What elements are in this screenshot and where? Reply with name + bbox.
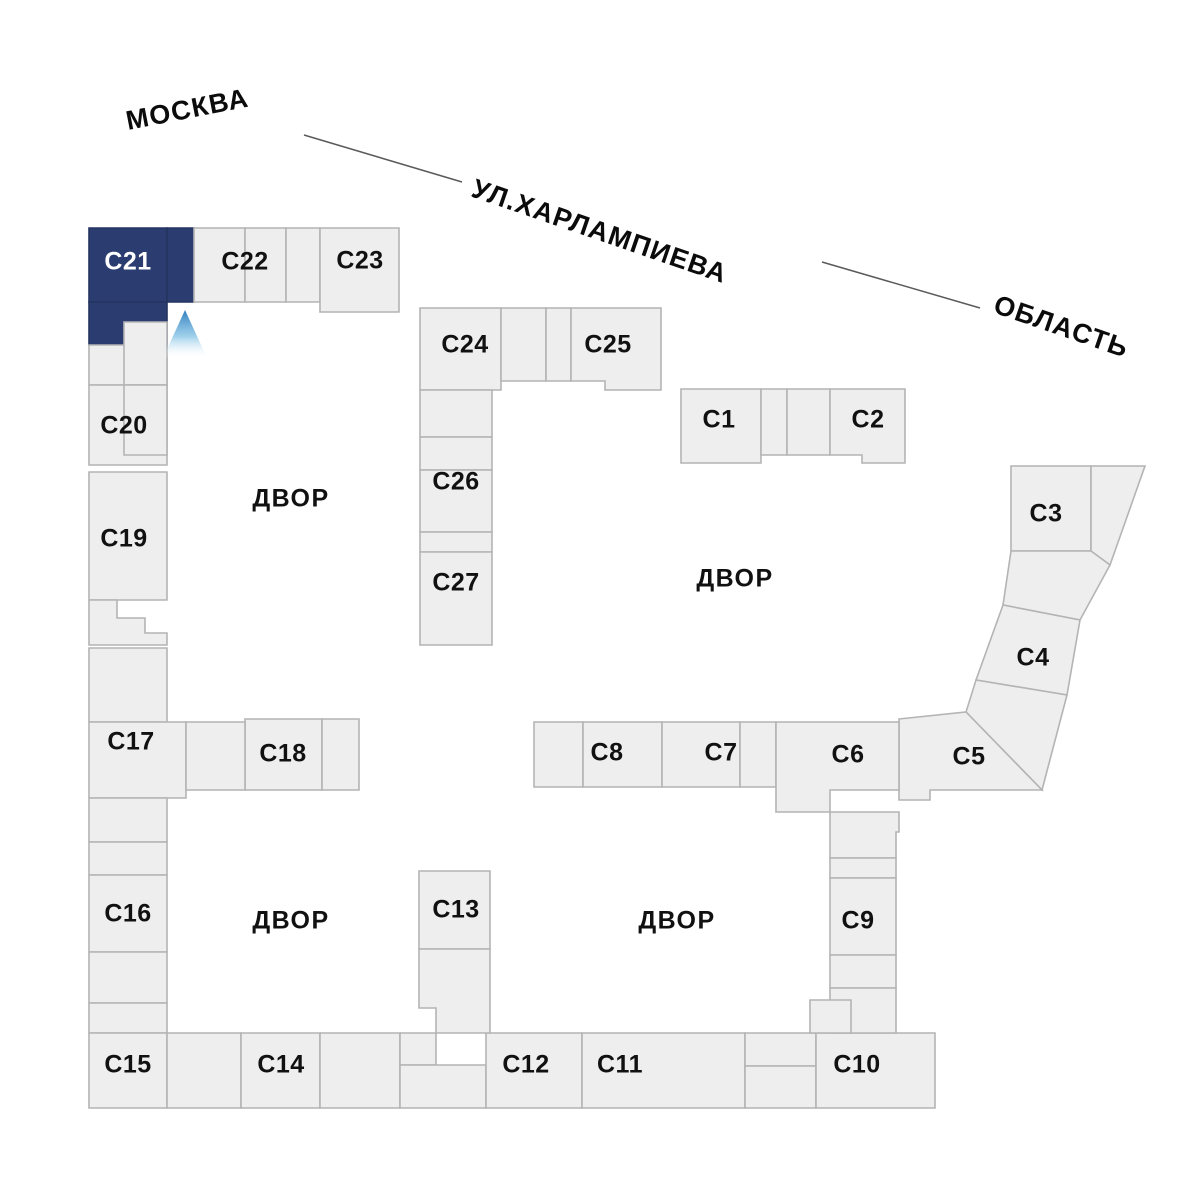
building-shape-C15-annex[interactable]	[166, 1032, 242, 1109]
building-label-C27: C27	[432, 569, 479, 597]
building-shape-C6[interactable]	[775, 721, 900, 813]
street-leader-lines	[303, 134, 981, 309]
building-group-c13	[418, 870, 491, 1034]
building-label-C20: C20	[100, 412, 147, 440]
yard-label-north-west: ДВОР	[252, 485, 329, 513]
building-group-c18	[185, 718, 360, 791]
building-label-C8: C8	[591, 739, 624, 767]
building-shape-C1-annex[interactable]	[760, 388, 788, 456]
building-shape-C24-annex-b[interactable]	[545, 307, 572, 382]
building-label-C4: C4	[1017, 644, 1050, 672]
building-shape-C24-annex-a[interactable]	[500, 307, 547, 382]
building-shape-C9-lower-a[interactable]	[829, 954, 897, 989]
building-shape-C27[interactable]	[419, 551, 493, 646]
building-shape-C26-lower[interactable]	[419, 531, 493, 553]
building-shape-C9-notch[interactable]	[809, 999, 852, 1034]
building-shape-C17-upper[interactable]	[88, 647, 168, 723]
building-shape-C5[interactable]	[898, 711, 1044, 801]
building-label-C12: C12	[502, 1051, 549, 1079]
building-shape-C1[interactable]	[680, 388, 762, 464]
building-label-C10: C10	[833, 1051, 880, 1079]
building-group-center	[419, 307, 662, 646]
building-label-C1: C1	[703, 406, 736, 434]
building-shape-C13-lower[interactable]	[418, 948, 491, 1034]
building-shape-C9-divider[interactable]	[829, 857, 897, 879]
building-label-C13: C13	[432, 896, 479, 924]
building-shape-C2-annex[interactable]	[786, 388, 831, 456]
street-label-ul-harlampieva: УЛ.ХАРЛАМПИЕВА	[468, 173, 731, 289]
building-label-C17: C17	[107, 728, 154, 756]
yard-label-south-west: ДВОР	[252, 907, 329, 935]
building-label-C18: C18	[259, 740, 306, 768]
building-shape-C16-lower-b[interactable]	[88, 1002, 168, 1034]
building-label-C24: C24	[441, 331, 488, 359]
yard-label-north-east: ДВОР	[696, 565, 773, 593]
building-shape-C17-lower[interactable]	[88, 797, 168, 843]
building-labels: C21 C22 C23 C20 C19 C17 C18 C16 C15 C14 …	[100, 247, 1062, 1079]
building-shape-C18-annex[interactable]	[321, 718, 360, 791]
building-shape-C12-step[interactable]	[399, 1032, 437, 1066]
building-shape-C21-annex-right[interactable]	[166, 227, 195, 303]
building-label-C11: C11	[597, 1051, 643, 1079]
yard-label-south-east: ДВОР	[638, 907, 715, 935]
building-group-west	[88, 321, 187, 1109]
building-label-C2: C2	[852, 406, 885, 434]
building-shape-C26-mid[interactable]	[419, 436, 493, 471]
building-shape-C16-lower-a[interactable]	[88, 951, 168, 1004]
building-shape-C23[interactable]	[319, 227, 400, 313]
building-group-east	[898, 465, 1147, 801]
street-label-oblast: ОБЛАСТЬ	[990, 289, 1133, 363]
building-shape-C20-stub[interactable]	[123, 321, 168, 386]
building-shape-C25[interactable]	[570, 307, 662, 391]
leader-line-moskva	[303, 134, 463, 183]
building-label-C19: C19	[100, 525, 147, 553]
selected-marker	[163, 310, 207, 358]
building-shape-C19-step[interactable]	[88, 599, 168, 646]
building-shape-C9-upper[interactable]	[829, 811, 900, 859]
building-group-northeast	[680, 388, 906, 464]
building-label-C16: C16	[104, 900, 151, 928]
leader-line-oblast	[821, 261, 981, 309]
building-group-south	[166, 1032, 936, 1109]
building-label-C5: C5	[953, 743, 986, 771]
building-label-C22: C22	[221, 248, 268, 276]
building-label-C23: C23	[336, 247, 383, 275]
building-shape-C11-annex-lower[interactable]	[744, 1065, 817, 1109]
building-group-southeast	[533, 721, 900, 813]
building-label-C26: C26	[432, 468, 479, 496]
building-shape-C19[interactable]	[88, 471, 168, 601]
building-label-C6: C6	[832, 741, 865, 769]
building-shape-C20-inner[interactable]	[123, 384, 168, 456]
building-shape-C17-C18-link[interactable]	[185, 721, 246, 791]
building-shape-C16-upper[interactable]	[88, 841, 168, 876]
building-shape-C12[interactable]	[399, 1064, 487, 1109]
building-label-C21: C21	[104, 248, 151, 276]
building-label-C9: C9	[842, 907, 875, 935]
building-shape-C14-annex[interactable]	[319, 1032, 401, 1109]
building-shape-C11-annex-upper[interactable]	[744, 1032, 817, 1067]
building-label-C7: C7	[705, 739, 738, 767]
building-shape-C8-west[interactable]	[533, 721, 584, 788]
building-shape-C24[interactable]	[419, 307, 502, 391]
yard-labels: ДВОР ДВОР ДВОР ДВОР	[252, 485, 773, 935]
building-label-C15: C15	[104, 1051, 151, 1079]
building-shape-C3-lower[interactable]	[1002, 550, 1112, 621]
building-group-c9	[809, 811, 900, 1034]
building-shape-C2[interactable]	[829, 388, 906, 464]
building-label-C14: C14	[257, 1051, 304, 1079]
building-shape-C7-annex[interactable]	[739, 721, 777, 788]
street-label-moskva: МОСКВА	[123, 83, 251, 136]
building-shape-C26-upper[interactable]	[419, 389, 493, 438]
building-label-C25: C25	[584, 331, 631, 359]
building-label-C3: C3	[1030, 500, 1063, 528]
building-shape-C22-c[interactable]	[285, 227, 321, 303]
building-shape-C17[interactable]	[88, 721, 187, 799]
building-shape-C3-wedge[interactable]	[1090, 465, 1147, 567]
